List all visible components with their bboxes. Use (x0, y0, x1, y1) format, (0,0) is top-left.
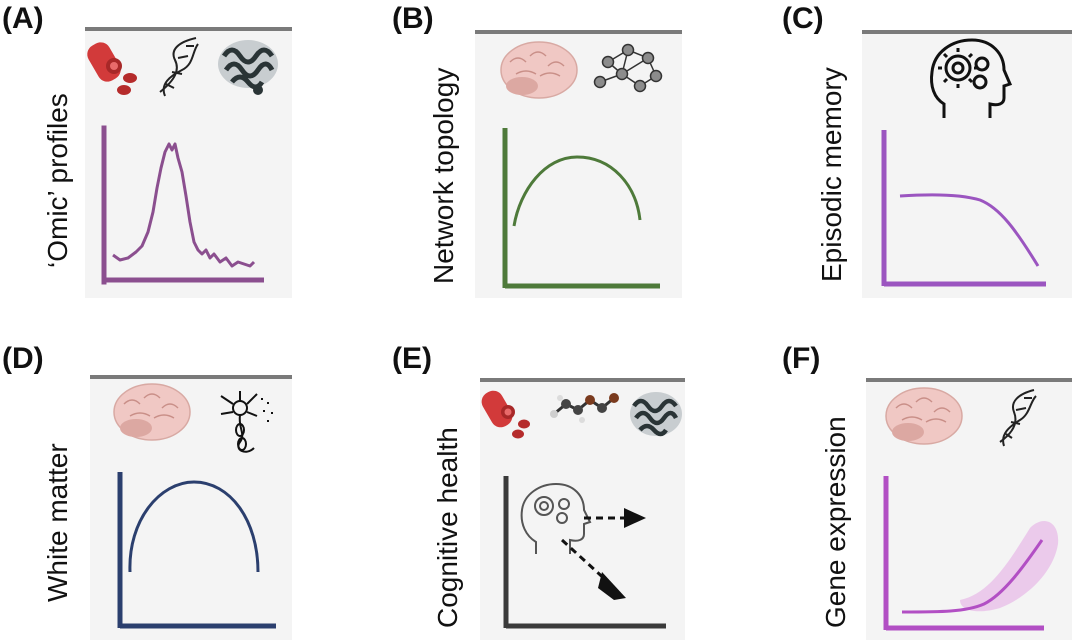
arrow-down-right-icon (560, 538, 626, 600)
panel-d: (D) White matter (0, 0, 360, 640)
panel-top-bar (862, 30, 1072, 34)
protein-structure-icon (630, 392, 682, 437)
icon-row (500, 41, 663, 99)
head-gears-icon (930, 38, 1013, 118)
omic-profile-curve (112, 142, 256, 268)
panel-b: (B) Network topology (0, 0, 720, 320)
blood-cells-icon (481, 390, 530, 439)
panel-top-bar (480, 378, 685, 382)
plot (881, 130, 1046, 287)
head-gears-icon (520, 482, 592, 554)
confidence-band (960, 521, 1059, 612)
panel-c: (C) Episodic memory (782, 2, 1072, 298)
neuron-icon (220, 391, 273, 453)
blood-cells-icon (87, 42, 137, 95)
panel-letter: (D) (2, 342, 44, 375)
memory-decline-curve (899, 193, 1040, 267)
inverted-u-curve (512, 155, 642, 227)
icon-row (930, 38, 1013, 118)
panel-letter: (A) (2, 2, 44, 35)
icon-row (87, 37, 278, 97)
arrow-right-icon (584, 508, 646, 528)
panel-a: (A) ‘Omic’ profiles (0, 0, 360, 320)
panel-e: (E) Cognitive health (392, 342, 685, 640)
icon-row (481, 390, 682, 439)
plot (502, 128, 660, 289)
inverted-u-curve (128, 480, 260, 573)
panel-top-bar (90, 375, 292, 379)
expression-curve (901, 539, 1044, 614)
panel-letter: (B) (392, 2, 434, 35)
plot (101, 125, 264, 285)
protein-structure-icon (218, 40, 278, 95)
molecule-icon (550, 393, 619, 423)
panel-letter: (C) (782, 2, 824, 35)
dna-icon (159, 37, 199, 97)
brain-icon (500, 41, 578, 99)
dna-icon (999, 389, 1037, 447)
panel-top-bar (85, 27, 292, 31)
panel-top-bar (866, 378, 1072, 382)
brain-icon (113, 383, 191, 441)
brain-icon (885, 387, 963, 445)
panel-letter: (E) (392, 342, 432, 375)
icon-row (113, 383, 273, 453)
plot (117, 472, 276, 629)
plot (503, 476, 666, 629)
panel-top-bar (475, 30, 682, 34)
network-graph-icon (593, 43, 663, 93)
panel-letter: (F) (782, 342, 821, 375)
